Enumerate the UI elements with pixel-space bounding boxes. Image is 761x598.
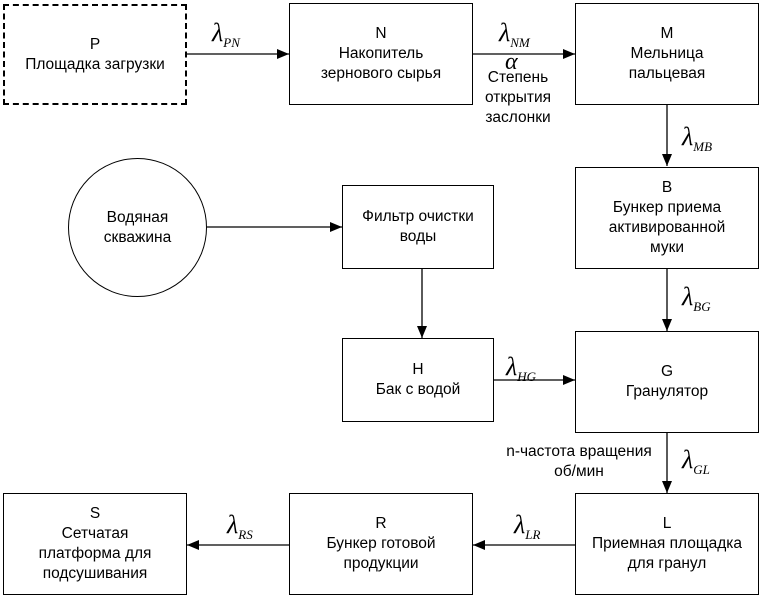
edge-label-rs: λRS [227, 510, 253, 543]
node-label: Мельница [630, 45, 704, 62]
node-label: подсушивания [42, 565, 148, 582]
node-label: Гранулятор [625, 383, 709, 400]
node-label: воды [399, 228, 437, 245]
node-label: Водяная [106, 208, 169, 226]
node-label: активированной [608, 219, 726, 236]
node-label: Приемная площадка [592, 535, 742, 552]
node-id: R [375, 515, 387, 532]
node-g-granulator: G Гранулятор [575, 331, 759, 433]
node-id: B [661, 179, 673, 196]
alpha-symbol: α [505, 49, 518, 75]
node-label: платформа для [38, 545, 152, 562]
lambda-symbol: λ [499, 18, 511, 47]
node-label: Фильтр очистки [362, 208, 474, 225]
node-r-product-bunker: R Бункер готовой продукции [289, 493, 473, 595]
node-label: Сетчатая [61, 525, 129, 542]
node-water-well: Водяная скважина [68, 158, 207, 297]
node-id: P [89, 35, 101, 53]
lambda-symbol: λ [212, 18, 224, 47]
node-label: скважина [103, 228, 172, 246]
edge-subscript: HG [517, 369, 537, 384]
edge-subscript: NM [510, 35, 530, 50]
node-id: S [89, 505, 101, 522]
edge-subscript: PN [223, 35, 240, 50]
node-m-mill: M Мельница пальцевая [575, 3, 759, 105]
edge-note-gl: n-частота вращения об/мин [495, 442, 663, 482]
node-h-water-tank: H Бак с водой [342, 338, 494, 422]
node-b-flour-bunker: B Бункер приема активированной муки [575, 167, 759, 269]
lambda-symbol: λ [514, 510, 526, 539]
node-id: M [660, 25, 674, 42]
lambda-symbol: λ [682, 122, 694, 151]
note-line: n-частота вращения [506, 443, 652, 460]
edge-subscript: GL [693, 462, 710, 477]
edge-label-hg: λHG [506, 352, 537, 385]
edge-label-bg: λBG [682, 282, 711, 315]
note-line: об/мин [554, 463, 604, 480]
node-label: Бункер приема [612, 199, 722, 216]
lambda-symbol: λ [682, 445, 694, 474]
edge-label-lr: λLR [514, 510, 541, 543]
node-label: Бак с водой [375, 381, 461, 398]
node-label: Накопитель [338, 45, 424, 62]
lambda-symbol: λ [506, 352, 518, 381]
edge-note-nm: Степень открытия заслонки [476, 68, 560, 128]
node-label: для гранул [627, 555, 707, 572]
node-label: зернового сырья [320, 65, 442, 82]
note-line: Степень [487, 69, 549, 86]
edge-subscript: LR [525, 527, 541, 542]
node-label: пальцевая [628, 65, 706, 82]
node-label: продукции [343, 555, 419, 572]
edge-label-nm: λNM [499, 18, 530, 51]
node-n-grain-storage: N Накопитель зернового сырья [289, 3, 473, 105]
node-p-loading-area: P Площадка загрузки [3, 4, 187, 105]
edge-subscript: RS [238, 527, 253, 542]
node-label: Бункер готовой [326, 535, 436, 552]
lambda-symbol: λ [682, 282, 694, 311]
edge-subscript: MB [693, 139, 713, 154]
node-id: G [660, 363, 674, 380]
node-id: H [412, 361, 424, 378]
edge-param-alpha: α [505, 49, 518, 75]
node-id: N [375, 25, 387, 42]
note-line: заслонки [485, 109, 551, 126]
node-label: муки [649, 239, 685, 256]
node-label: Площадка загрузки [25, 55, 165, 73]
node-l-granule-area: L Приемная площадка для гранул [575, 493, 759, 595]
edge-label-pn: λPN [212, 18, 240, 51]
node-s-drying-platform: S Сетчатая платформа для подсушивания [3, 493, 187, 595]
node-id: L [662, 515, 672, 532]
edge-label-gl: λGL [682, 445, 710, 478]
edge-subscript: BG [693, 299, 711, 314]
lambda-symbol: λ [227, 510, 239, 539]
node-water-filter: Фильтр очистки воды [342, 185, 494, 269]
note-line: открытия [484, 89, 552, 106]
edge-label-mb: λMB [682, 122, 713, 155]
